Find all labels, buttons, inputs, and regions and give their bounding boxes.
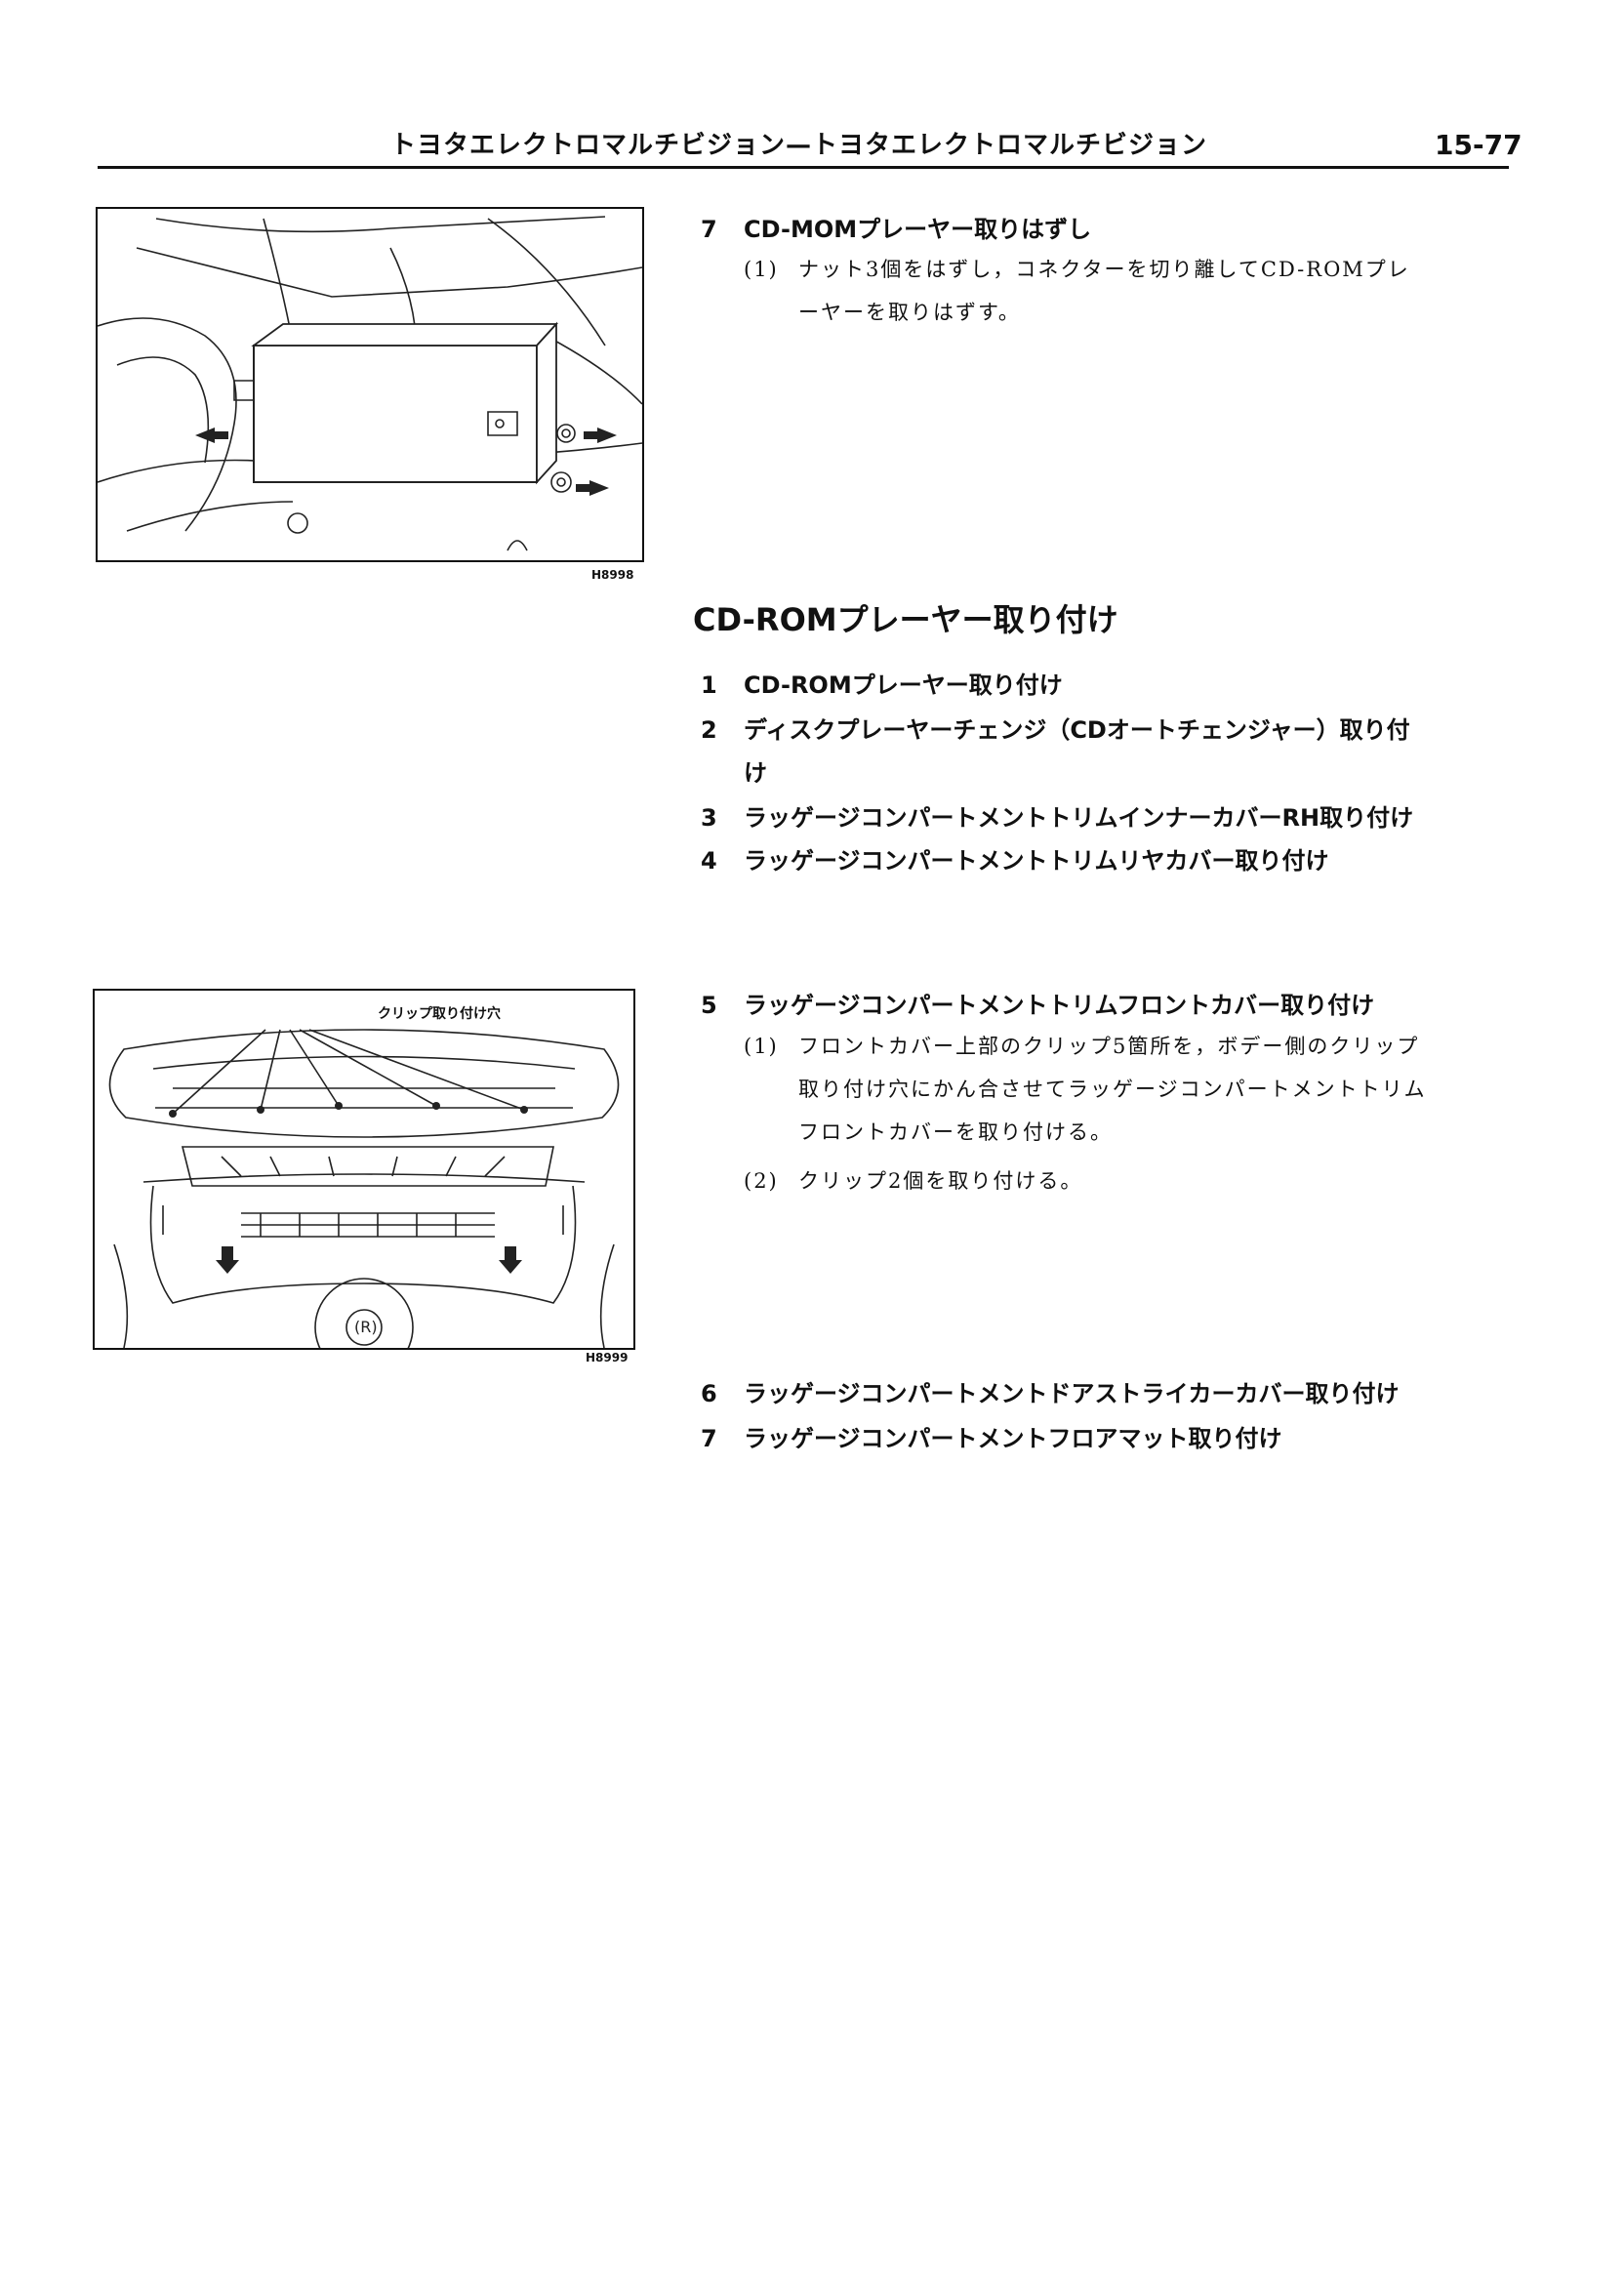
sub-marker: (1) <box>744 258 779 281</box>
figure-luggage-front-cover: クリップ取り付け穴 (R) <box>93 989 635 1377</box>
figure-code-1: H8998 <box>591 568 634 582</box>
luggage-front-cover-illustration: クリップ取り付け穴 (R) <box>108 1005 620 1377</box>
sub-text-line-1: ナット3個をはずし，コネクターを切り離してCD-ROMプレ <box>798 258 1410 281</box>
figure-code-2: H8999 <box>586 1351 629 1364</box>
step-number: 7 <box>701 216 717 243</box>
removal-step-7: 7 CD-MOMプレーヤー取りはずし <box>701 210 1091 244</box>
step-title: CD-MOMプレーヤー取りはずし <box>744 216 1092 243</box>
installation-section-title: CD-ROMプレーヤー取り付け <box>693 601 1118 638</box>
header-rule <box>98 166 1509 169</box>
sub-marker: (2) <box>744 1169 779 1193</box>
removal-step-7-sub-1: (1) ナット3個をはずし，コネクターを切り離してCD-ROMプレ ーヤーを取りは… <box>744 248 1410 334</box>
cd-rom-player-illustration <box>97 216 643 551</box>
install-step-5-sub-1: (1)フロントカバー上部のクリップ5箇所を，ボデー側のクリップ 取り付け穴にかん… <box>744 1025 1427 1154</box>
page-number: 15-77 <box>1435 129 1522 161</box>
svg-text:(R): (R) <box>354 1318 378 1336</box>
sub-marker: (1) <box>744 1035 779 1058</box>
header-title: トヨタエレクトロマルチビジョン—トヨタエレクトロマルチビジョン <box>390 131 1208 160</box>
figure-callout-clip-holes: クリップ取り付け穴 <box>378 1005 501 1022</box>
install-step-2-cont: け <box>744 759 767 787</box>
sub-text-line-2: ーヤーを取りはずす。 <box>798 301 1021 324</box>
figure-cd-rom-player <box>96 207 644 562</box>
install-step-5-sub-2: (2)クリップ2個を取り付ける。 <box>744 1160 1082 1202</box>
